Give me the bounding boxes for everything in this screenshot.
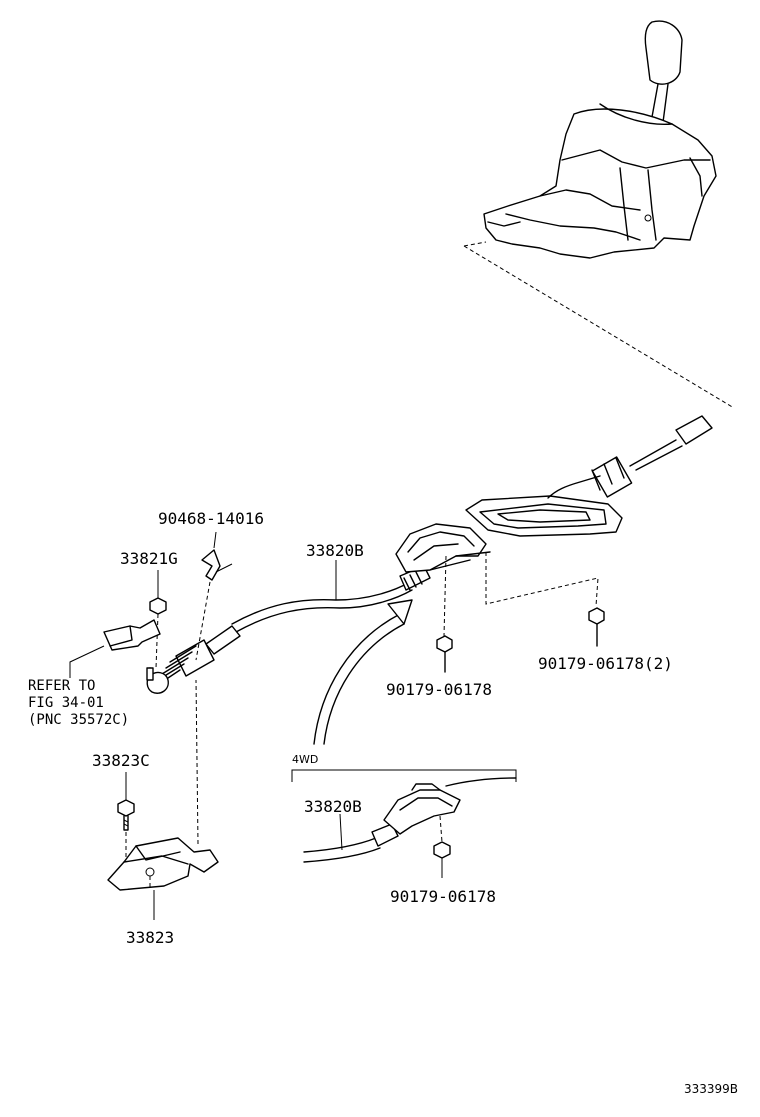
arrow-4wd [313,599,413,745]
nut-90179-right [588,607,605,647]
refer-line-3: (PNC 35572C) [28,712,130,728]
cable-retainer-plate [465,475,623,537]
label-bracket-33823: 33823 [126,928,175,947]
label-cable-33820b: 33820B [306,541,364,560]
nut-guide-line-2 [485,552,599,607]
cable-lever-end [591,415,713,498]
cable-transmission-end [146,625,241,694]
fourwd-frame [291,769,517,782]
label-nut-33821g: 33821G [120,549,178,568]
nut-guide-line-1 [443,555,447,637]
shift-lever-assembly [483,20,717,259]
refer-line-1: REFER TO [28,678,96,694]
label-nut-90179-right: 90179-06178(2) [538,654,673,673]
label-refer-to: REFER TO FIG 34-01 (PNC 35572C) [28,678,129,729]
label-bolt-33823c: 33823C [92,751,150,770]
refer-line-2: FIG 34-01 [28,695,104,711]
projection-line-stub [463,241,487,247]
cable-mid-bracket [395,523,491,573]
bracket-refer [69,619,161,681]
label-nut-4wd: 90179-06178 [390,887,496,906]
bracket-33823 [107,679,219,920]
label-4wd: 4WD [292,753,319,766]
nut-90179-mid [436,635,453,673]
cable-4wd [303,777,517,878]
label-cable-4wd: 33820B [304,797,362,816]
main-cable [231,565,431,633]
leader-clip [215,563,233,573]
label-nut-90179-mid: 90179-06178 [386,680,492,699]
figure-code: 333399B [684,1082,739,1096]
projection-line-upper [463,245,735,409]
label-clip-90468: 90468-14016 [158,509,264,528]
clip-90468 [195,531,221,661]
